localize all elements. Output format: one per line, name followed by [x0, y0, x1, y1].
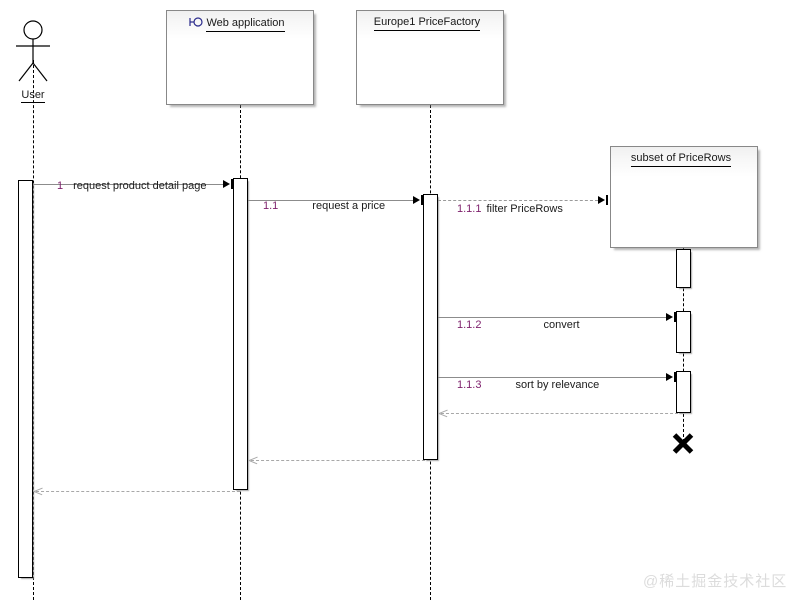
message-arrowhead-1-1-2 — [666, 312, 676, 322]
activation-bar-web-application — [233, 178, 248, 490]
participant-name-europe1-pricefactory: Europe1 PriceFactory — [373, 16, 481, 31]
activation-bar-subset-of-pricerows-3 — [676, 371, 691, 413]
message-label-1-1-2: 1.1.2 convert — [457, 319, 580, 332]
message-name-1-1: request a price — [312, 200, 386, 212]
activation-bar-user — [18, 180, 33, 578]
message-line-1-1 — [248, 200, 413, 201]
message-label-1-1: 1.1 request a price — [263, 200, 385, 213]
message-line-1-1-3 — [438, 377, 666, 378]
message-label-1: 1 request product detail page — [57, 180, 206, 193]
watermark-label: @稀土掘金技术社区 — [643, 573, 788, 590]
return-line-pricefactory-to-web-application — [251, 460, 430, 461]
participant-box-subset-of-pricerows[interactable]: subset of PriceRows — [610, 146, 758, 248]
message-name-1-1-1: filter PriceRows — [486, 203, 563, 215]
message-line-1-1-2 — [438, 317, 666, 318]
message-seq-1-1-1: 1.1.1 — [457, 203, 482, 215]
interface-lollipop-icon — [189, 16, 205, 32]
activation-bar-subset-of-pricerows-2 — [676, 311, 691, 353]
activation-bar-subset-of-pricerows-1 — [676, 249, 691, 288]
message-name-1: request product detail page — [73, 180, 207, 192]
message-line-1-1-1 — [438, 200, 598, 201]
return-line-subset-to-pricefactory — [441, 413, 683, 414]
lifeline-user — [33, 60, 34, 600]
return-line-web-application-to-user — [36, 491, 240, 492]
participant-box-web-application[interactable]: Web application — [166, 10, 314, 105]
message-arrowhead-1-1-3 — [666, 372, 676, 382]
message-arrowhead-1 — [223, 179, 233, 189]
activation-bar-europe1-pricefactory — [423, 194, 438, 460]
participant-name-subset-of-pricerows: subset of PriceRows — [630, 152, 732, 167]
message-name-1-1-3: sort by relevance — [515, 379, 600, 391]
return-arrowhead-subset-to-pricefactory — [439, 408, 448, 418]
message-name-1-1-2: convert — [543, 319, 580, 331]
actor-user[interactable] — [8, 18, 58, 88]
actor-stick-figure-icon — [16, 20, 50, 82]
participant-name-web-application: Web application — [206, 17, 285, 32]
return-arrowhead-pricefactory-to-web-application — [249, 455, 258, 465]
message-seq-1: 1 — [57, 180, 64, 192]
message-seq-1-1-3: 1.1.3 — [457, 379, 482, 391]
message-line-1 — [33, 184, 223, 185]
participant-title-web-application: Web application — [167, 16, 307, 32]
actor-user-label: User — [3, 89, 63, 103]
message-seq-1-1: 1.1 — [263, 200, 279, 212]
participant-title-europe1-pricefactory: Europe1 PriceFactory — [357, 16, 497, 31]
message-label-1-1-3: 1.1.3 sort by relevance — [457, 379, 599, 392]
participant-box-europe1-pricefactory[interactable]: Europe1 PriceFactory — [356, 10, 504, 105]
message-arrowhead-1-1 — [413, 195, 423, 205]
destruction-x-icon-subset-of-pricerows — [672, 432, 694, 454]
return-arrowhead-web-application-to-user — [34, 486, 43, 496]
message-label-1-1-1: 1.1.1 filter PriceRows — [457, 203, 563, 216]
message-arrowhead-1-1-1 — [598, 195, 608, 205]
message-seq-1-1-2: 1.1.2 — [457, 319, 482, 331]
participant-title-subset-of-pricerows: subset of PriceRows — [611, 152, 751, 167]
actor-user-name: User — [21, 89, 45, 103]
